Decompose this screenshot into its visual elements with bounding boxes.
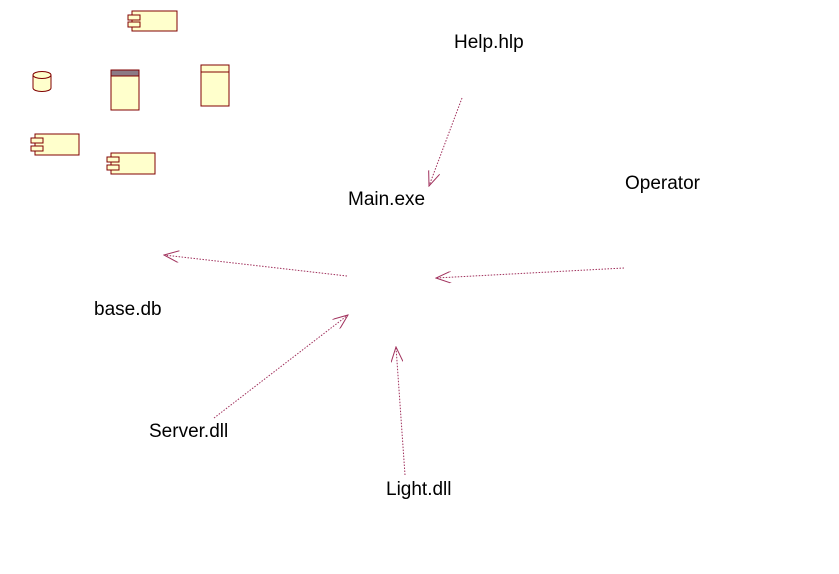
- component-icon: [30, 133, 80, 156]
- component-icon: [127, 10, 178, 32]
- package-body-icon: [200, 64, 230, 107]
- node-light-label[interactable]: Light.dll: [386, 479, 452, 500]
- node-operator-label[interactable]: Operator: [625, 173, 700, 194]
- database-icon: [32, 71, 52, 92]
- main-program-icon: [110, 69, 140, 111]
- component-icon: [106, 152, 156, 175]
- edge-operator-to-main[interactable]: [436, 267, 625, 278]
- node-server-label[interactable]: Server.dll: [149, 421, 229, 442]
- node-main-label[interactable]: Main.exe: [348, 189, 426, 210]
- edge-light-to-main[interactable]: [396, 347, 406, 476]
- node-base-label[interactable]: base.db: [94, 299, 162, 320]
- edge-server-to-main[interactable]: [213, 315, 348, 419]
- node-help-label[interactable]: Help.hlp: [454, 32, 524, 53]
- dependency-edges: [164, 97, 625, 476]
- edge-main-to-base[interactable]: [164, 255, 348, 277]
- edge-help-to-main[interactable]: [429, 97, 463, 186]
